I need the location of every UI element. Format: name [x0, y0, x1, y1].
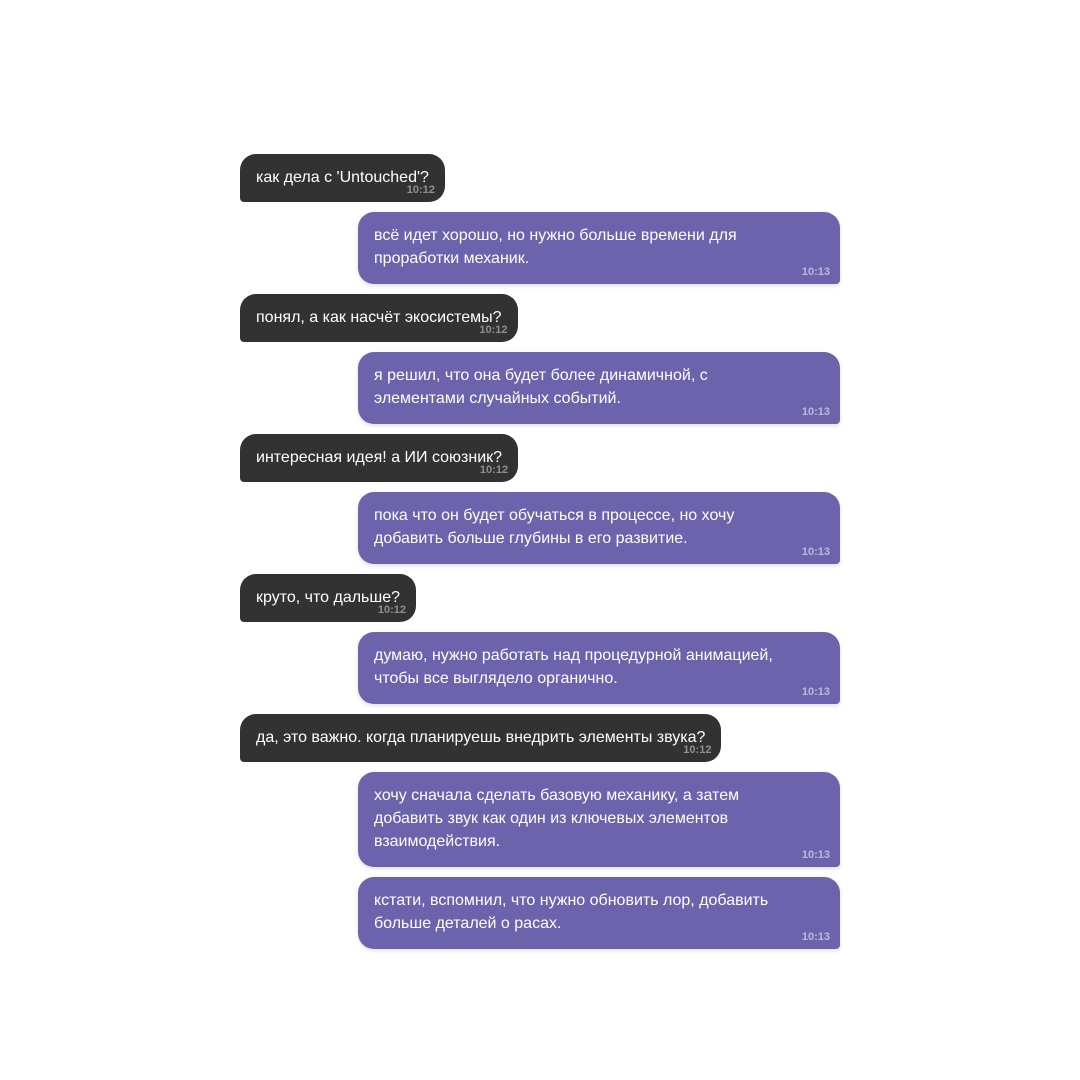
incoming-message-bubble[interactable]: круто, что дальше? 10:12	[240, 574, 417, 622]
message-text: понял, а как насчёт экосистемы?	[256, 309, 502, 326]
outgoing-message-bubble[interactable]: всё идет хорошо, но нужно больше времени…	[358, 212, 840, 284]
message-text: пока что он будет обучаться в процессе, …	[374, 507, 735, 547]
message-text: как дела с 'Untouched'?	[256, 169, 429, 186]
outgoing-message-bubble[interactable]: хочу сначала сделать базовую механику, а…	[358, 772, 840, 867]
message-row: пока что он будет обучаться в процессе, …	[240, 492, 840, 564]
outgoing-message-bubble[interactable]: думаю, нужно работать над процедурной ан…	[358, 632, 840, 704]
outgoing-message-bubble[interactable]: пока что он будет обучаться в процессе, …	[358, 492, 840, 564]
message-text: я решил, что она будет более динамичной,…	[374, 367, 708, 407]
message-text: интересная идея! а ИИ союзник?	[256, 449, 503, 466]
message-timestamp: 10:13	[801, 266, 830, 278]
message-row: как дела с 'Untouched'? 10:12	[240, 154, 840, 202]
message-text: думаю, нужно работать над процедурной ан…	[374, 647, 773, 687]
message-timestamp: 10:12	[479, 324, 508, 336]
message-timestamp: 10:13	[801, 406, 830, 418]
message-row: да, это важно. когда планируешь внедрить…	[240, 714, 840, 762]
chat-thread: как дела с 'Untouched'? 10:12 всё идет х…	[240, 154, 840, 959]
message-text: круто, что дальше?	[256, 589, 401, 606]
message-timestamp: 10:12	[683, 744, 712, 756]
message-row: всё идет хорошо, но нужно больше времени…	[240, 212, 840, 284]
message-row: я решил, что она будет более динамичной,…	[240, 352, 840, 424]
message-timestamp: 10:12	[479, 464, 509, 476]
message-timestamp: 10:13	[801, 686, 830, 698]
incoming-message-bubble[interactable]: понял, а как насчёт экосистемы? 10:12	[240, 294, 518, 342]
incoming-message-bubble[interactable]: интересная идея! а ИИ союзник? 10:12	[240, 434, 519, 482]
message-timestamp: 10:12	[406, 184, 435, 196]
outgoing-message-bubble[interactable]: я решил, что она будет более динамичной,…	[358, 352, 840, 424]
message-text: всё идет хорошо, но нужно больше времени…	[374, 227, 737, 267]
message-row: интересная идея! а ИИ союзник? 10:12	[240, 434, 840, 482]
message-text: хочу сначала сделать базовую механику, а…	[374, 787, 740, 850]
outgoing-message-bubble[interactable]: кстати, вспомнил, что нужно обновить лор…	[358, 877, 840, 949]
message-text: да, это важно. когда планируешь внедрить…	[256, 729, 706, 746]
message-row: круто, что дальше? 10:12	[240, 574, 840, 622]
message-timestamp: 10:13	[801, 546, 830, 558]
message-row: понял, а как насчёт экосистемы? 10:12	[240, 294, 840, 342]
message-row: думаю, нужно работать над процедурной ан…	[240, 632, 840, 704]
incoming-message-bubble[interactable]: как дела с 'Untouched'? 10:12	[240, 154, 445, 202]
incoming-message-bubble[interactable]: да, это важно. когда планируешь внедрить…	[240, 714, 722, 762]
message-row: хочу сначала сделать базовую механику, а…	[240, 772, 840, 867]
message-timestamp: 10:12	[377, 604, 407, 616]
message-timestamp: 10:13	[801, 849, 830, 861]
message-text: кстати, вспомнил, что нужно обновить лор…	[374, 892, 769, 932]
message-timestamp: 10:13	[801, 931, 830, 943]
message-row: кстати, вспомнил, что нужно обновить лор…	[240, 877, 840, 949]
